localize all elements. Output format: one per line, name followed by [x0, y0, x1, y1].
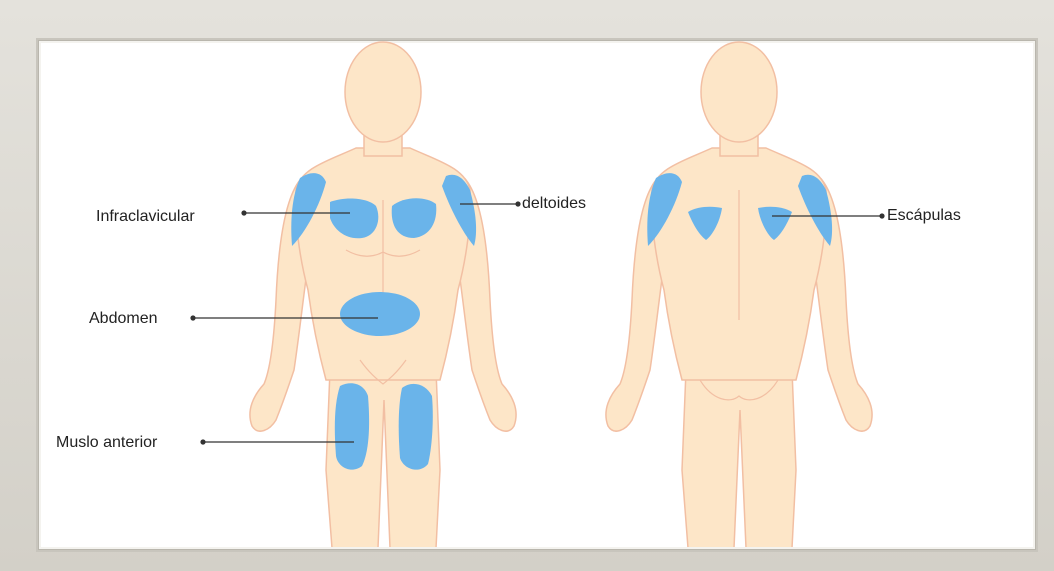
site-right-thigh: [399, 384, 433, 470]
label-muslo-anterior: Muslo anterior: [56, 434, 157, 452]
label-infraclavicular: Infraclavicular: [96, 208, 195, 226]
label-escapulas: Escápulas: [887, 207, 961, 225]
site-abdomen: [340, 292, 420, 336]
back-head: [701, 42, 777, 142]
front-head: [345, 42, 421, 142]
label-deltoides: deltoides: [522, 195, 586, 213]
label-abdomen: Abdomen: [89, 310, 158, 328]
site-left-thigh: [335, 383, 369, 469]
